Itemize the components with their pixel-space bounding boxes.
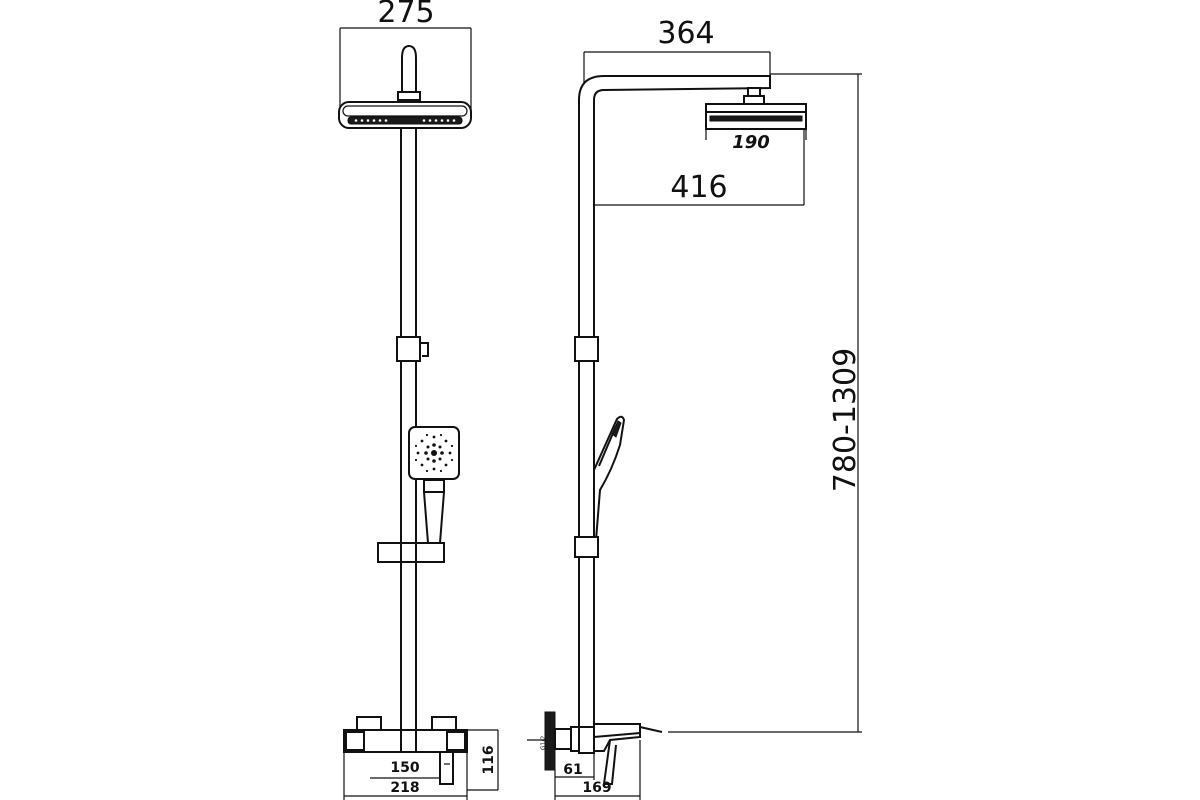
wall-connection-label: G1/2 [540, 736, 547, 750]
front-top-arm [401, 44, 417, 95]
front-mixer [343, 716, 468, 785]
side-lower-clamp [574, 536, 599, 558]
dim-150-label: 150 [390, 760, 419, 776]
dim-116-label: 116 [481, 745, 497, 774]
side-hand-shower [593, 415, 626, 541]
side-upper-clamp [574, 336, 599, 362]
front-view: 275 [338, 0, 499, 800]
side-main-pipe [578, 75, 771, 731]
side-arm-dimension: 364 [583, 16, 771, 86]
side-mixer-dimensions: 61 169 [554, 740, 641, 800]
dim-364-label: 364 [657, 16, 714, 51]
front-mixer-dimensions: 116 150 218 [343, 729, 499, 800]
front-diverter-clamp [396, 336, 421, 362]
dim-169-label: 169 [582, 780, 611, 796]
front-width-dimension: 275 [339, 0, 472, 112]
dim-218-label: 218 [390, 780, 419, 796]
front-slider-holder [377, 542, 445, 563]
dim-61-label: 61 [563, 762, 582, 778]
side-rain-head: 190 [705, 103, 807, 153]
front-rain-head [338, 101, 472, 129]
dim-275-label: 275 [377, 0, 434, 30]
side-view: 364 190 416 [527, 16, 863, 800]
dim-416-label: 416 [670, 170, 727, 205]
side-mixer: G1/2 [527, 711, 663, 785]
dim-190-label: 190 [732, 132, 770, 153]
front-hand-shower [408, 426, 460, 544]
dim-total-height-label: 780-1309 [828, 348, 863, 492]
side-head-offset-dimension: 416 [594, 129, 805, 206]
side-total-height-dimension: 780-1309 [668, 73, 863, 733]
